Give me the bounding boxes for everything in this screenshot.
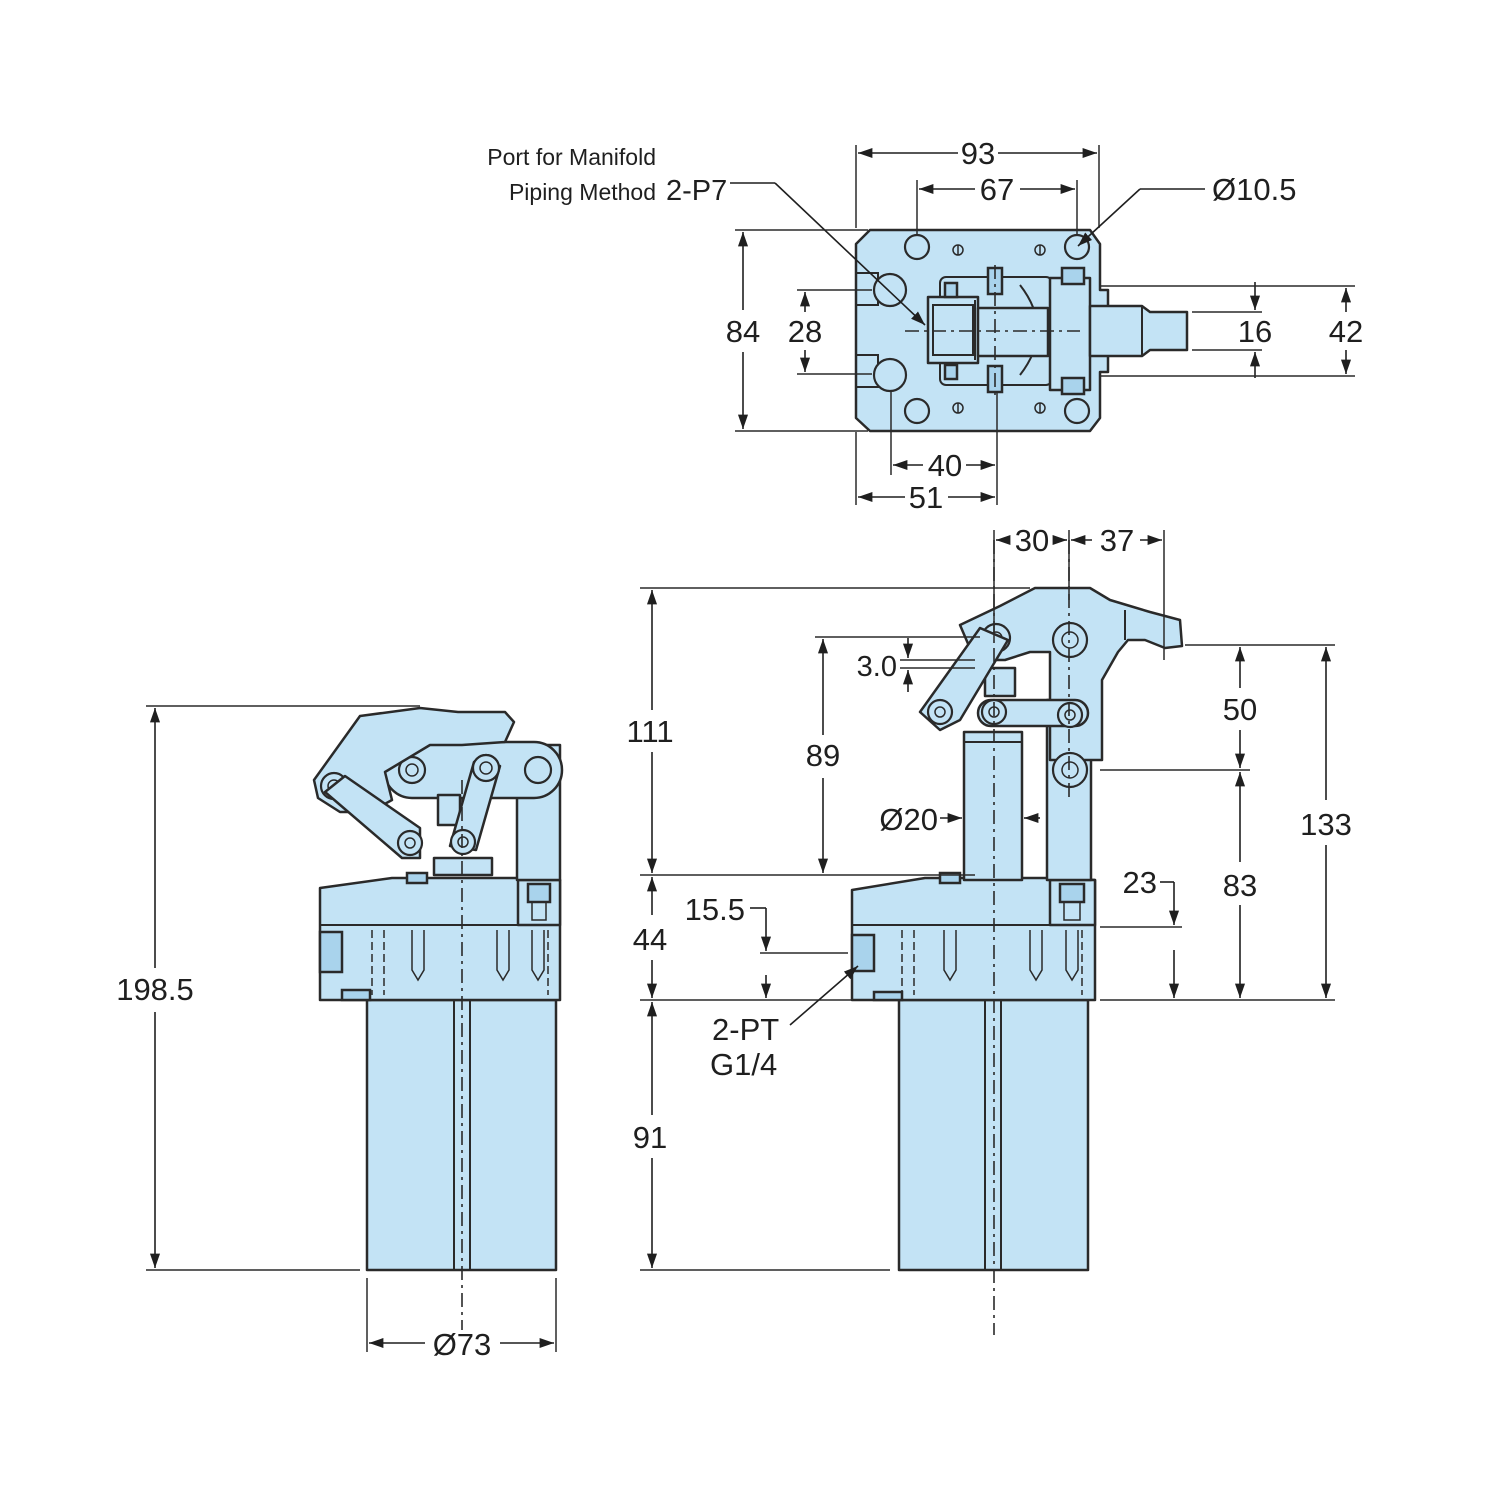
top-arm [976, 306, 1050, 358]
dim-3-0: 3.0 [857, 651, 897, 683]
top-pivot-block [1048, 276, 1092, 392]
dim-67: 67 [980, 172, 1014, 207]
top-mount-hole-br [1063, 397, 1091, 425]
front-rod [962, 730, 1024, 882]
top-view [854, 228, 1189, 433]
top-view-dimensions: 93 67 Ø10.5 Port for Manifold Piping Met… [487, 136, 1363, 515]
dim-28: 28 [788, 314, 822, 349]
dim-91: 91 [633, 1120, 667, 1155]
dim-dia-73: Ø73 [433, 1327, 492, 1362]
dim-23: 23 [1123, 865, 1157, 900]
callout-g1-4: G1/4 [710, 1047, 777, 1082]
dim-16: 16 [1238, 314, 1272, 349]
dim-111: 111 [626, 714, 673, 749]
front-view [850, 540, 1184, 1335]
top-mount-hole-tl [903, 233, 931, 261]
top-screws [952, 244, 1046, 414]
note-port-line1: Port for Manifold [487, 144, 656, 170]
dim-37: 37 [1100, 523, 1134, 558]
front-view-dimensions: 30 37 111 89 3.0 Ø20 44 15.5 [626, 523, 1352, 1271]
dim-15-5: 15.5 [685, 892, 745, 927]
callout-2-p7: 2-P7 [666, 175, 727, 207]
front-hidden-bolts [901, 930, 1083, 995]
top-mount-hole-bl [903, 397, 931, 425]
left-view-dimensions: 198.5 Ø73 [116, 705, 557, 1362]
dim-84: 84 [726, 314, 760, 349]
dim-hole-diameter: Ø10.5 [1212, 172, 1296, 207]
callout-2-pt: 2-PT [712, 1012, 779, 1047]
dim-42: 42 [1329, 314, 1363, 349]
dim-89: 89 [806, 738, 840, 773]
dim-83: 83 [1223, 868, 1257, 903]
dim-dia-20: Ø20 [879, 802, 938, 837]
top-port-upper [872, 272, 908, 308]
dim-30: 30 [1015, 523, 1049, 558]
dim-93: 93 [961, 136, 995, 171]
top-link-block [926, 295, 980, 365]
left-view [312, 706, 564, 1330]
dim-40: 40 [928, 448, 962, 483]
top-clamp-arm-tip [1088, 304, 1189, 358]
left-hidden-bolts [371, 930, 549, 995]
dim-198-5: 198.5 [116, 972, 194, 1007]
dim-133: 133 [1300, 807, 1352, 842]
dim-44: 44 [633, 922, 667, 957]
top-port-lower [872, 357, 908, 393]
dim-51: 51 [909, 480, 943, 515]
front-clamp-arm [958, 586, 1184, 762]
note-port-line2: Piping Method [509, 179, 656, 205]
dim-50: 50 [1223, 692, 1257, 727]
